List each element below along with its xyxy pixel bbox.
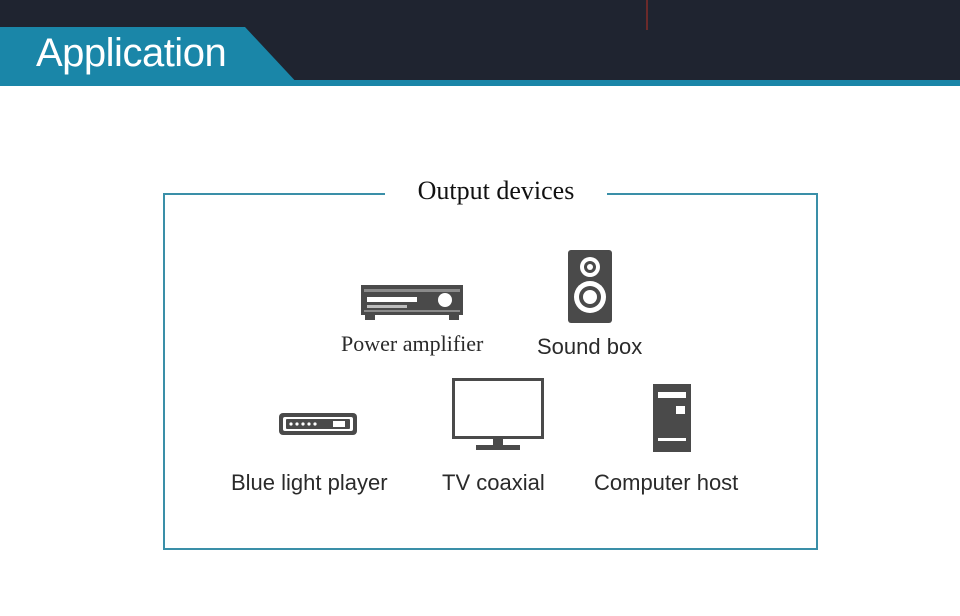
device-label-tv-coaxial: TV coaxial [442,470,545,495]
panel-title: Output devices [385,173,607,209]
device-label-computer-host: Computer host [594,470,739,495]
amplifier-icon [361,283,463,321]
computer-tower-icon [653,384,691,452]
device-label-power-amplifier: Power amplifier [341,331,484,356]
bluray-player-icon [279,413,357,435]
title-tab [0,27,300,86]
device-label-sound-box: Sound box [537,334,643,359]
header-accent-strip [0,80,960,86]
page-title: Application [36,31,227,75]
header-divider [646,0,648,30]
device-label-blue-light-player: Blue light player [231,470,388,495]
output-devices-panel [163,193,818,550]
tv-monitor-icon [452,378,544,452]
speaker-icon [568,250,612,323]
